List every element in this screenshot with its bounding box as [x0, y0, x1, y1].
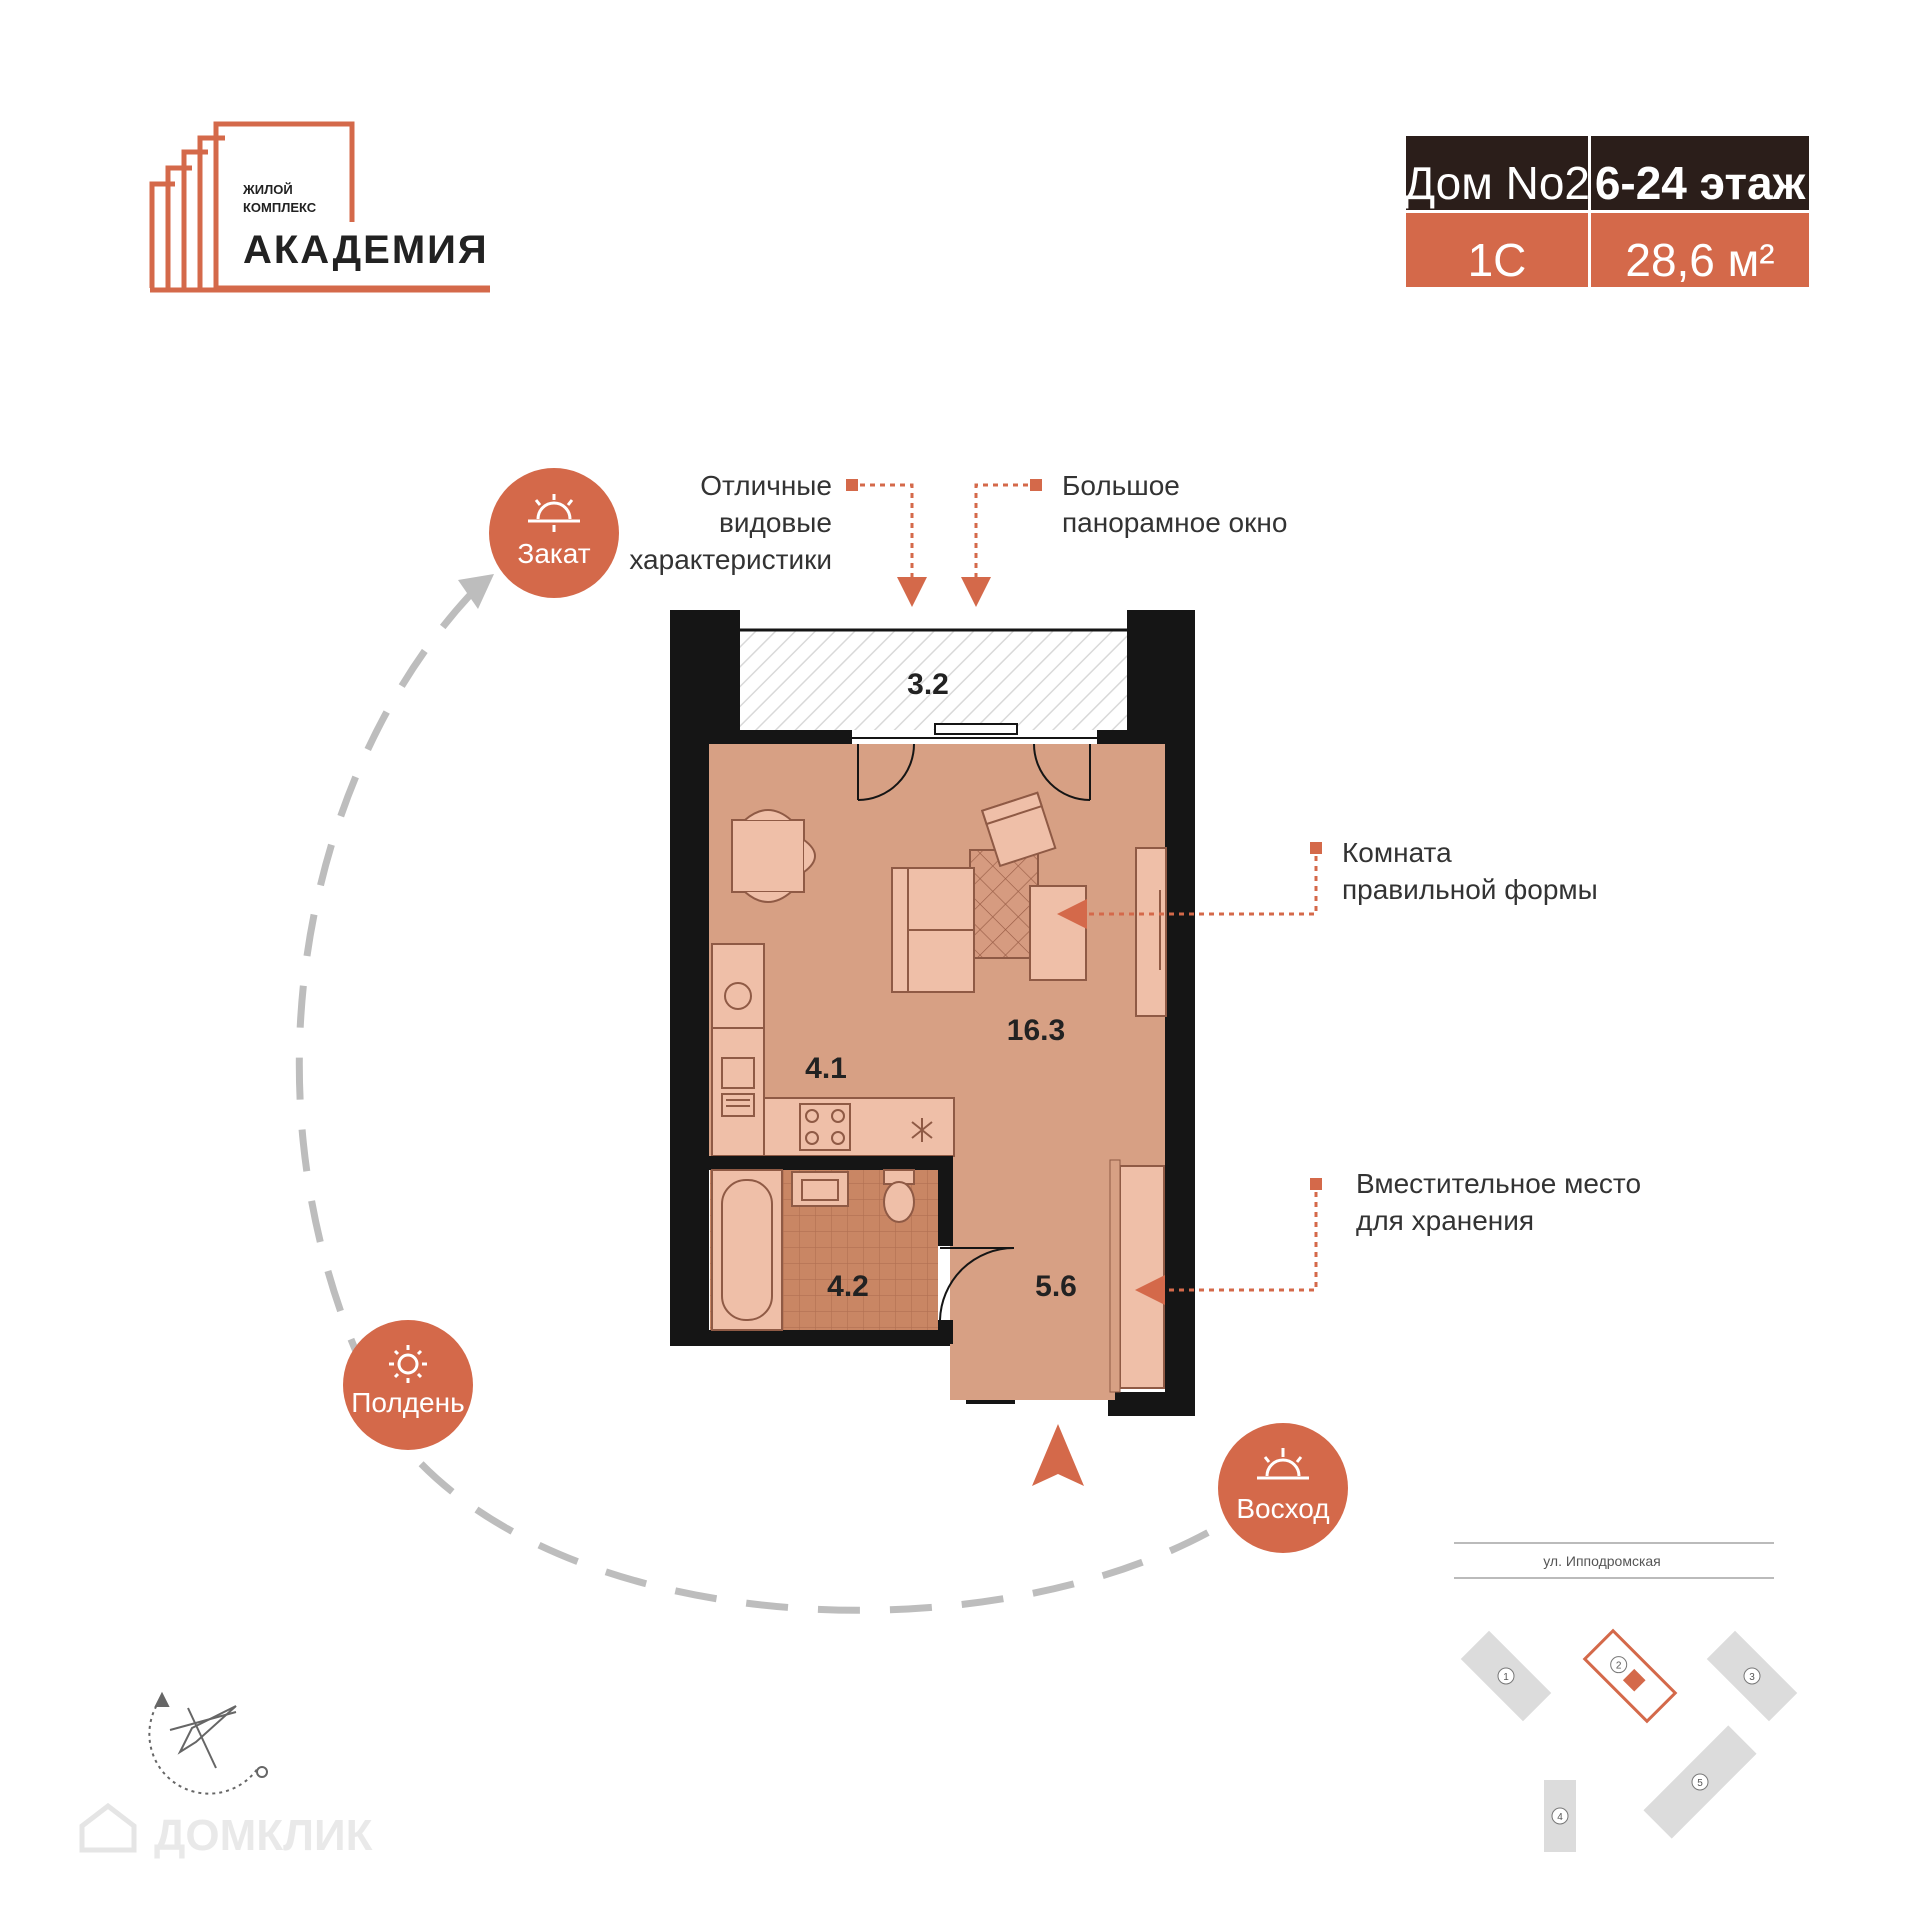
callout-storage: Вместительное место для хранения — [1135, 1168, 1641, 1305]
kitchen-appliances — [721, 982, 954, 1151]
bathroom-area: 4.2 — [827, 1270, 869, 1303]
domclick-watermark: ДОМКЛИК — [79, 1802, 373, 1860]
logo-line1: ЖИЛОЙ — [242, 182, 293, 197]
bathroom-door — [939, 1247, 1015, 1321]
callout-window: Большое панорамное окно — [961, 470, 1287, 607]
floor-range: 6-24 этаж — [1595, 157, 1806, 209]
svg-text:для хранения: для хранения — [1356, 1205, 1534, 1236]
sun-icon — [389, 1345, 427, 1383]
entrance-arrow — [1032, 1424, 1084, 1486]
svg-text:Отличные: Отличные — [700, 470, 832, 501]
sunrise-label: Восход — [1236, 1493, 1329, 1524]
compass-icon — [148, 1691, 268, 1795]
svg-text:3: 3 — [1749, 1672, 1755, 1683]
bathtub — [711, 1169, 783, 1331]
apartment-area: 28,6 м² — [1625, 234, 1774, 286]
sunrise-badge: Восход — [1218, 1423, 1348, 1553]
svg-text:правильной формы: правильной формы — [1342, 874, 1598, 905]
house-icon — [79, 1802, 137, 1853]
logo: ЖИЛОЙ КОМПЛЕКС АКАДЕМИЯ — [149, 121, 490, 293]
balcony-area: 3.2 — [907, 668, 949, 701]
kitchen-area: 4.1 — [805, 1052, 847, 1085]
svg-text:Комната: Комната — [1342, 837, 1452, 868]
site-plan: ул. Ипподромская 1 2 3 4 5 — [1454, 1542, 1798, 1852]
sunrise-icon — [1257, 1448, 1309, 1480]
sink — [791, 1171, 849, 1207]
logo-mark — [149, 121, 490, 293]
street-name: ул. Ипподромская — [1543, 1553, 1661, 1569]
exterior-walls — [670, 610, 1015, 1404]
svg-text:характеристики: характеристики — [629, 544, 832, 575]
building-3: 3 — [1706, 1630, 1798, 1722]
rug — [969, 849, 1039, 959]
dining-table — [731, 809, 816, 903]
wardrobe — [1135, 847, 1167, 1017]
callout-views: Отличные видовые характеристики — [629, 470, 927, 607]
apartment-type: 1С — [1468, 234, 1527, 286]
info-table: Дом No2 6-24 этаж 1С 28,6 м² — [1404, 136, 1809, 287]
svg-text:видовые: видовые — [719, 507, 832, 538]
svg-text:Большое: Большое — [1062, 470, 1180, 501]
kitchen-counter — [711, 943, 955, 1157]
noon-badge: Полдень — [343, 1320, 473, 1450]
balcony-door-left — [857, 743, 915, 801]
svg-text:5: 5 — [1697, 1778, 1703, 1789]
hall — [950, 1150, 1115, 1400]
bathroom-wall — [709, 1156, 953, 1170]
callout-room: Комната правильной формы — [1057, 837, 1598, 929]
living-area: 16.3 — [1007, 1014, 1065, 1047]
svg-text:2: 2 — [1616, 1661, 1622, 1672]
sunset-badge: Закат — [489, 468, 619, 598]
svg-text:ДОМКЛИК: ДОМКЛИК — [154, 1811, 373, 1860]
balcony-door-right — [1033, 743, 1091, 801]
building-2-current: 2 — [1582, 1628, 1678, 1724]
sunset-icon — [528, 494, 580, 532]
building-1: 1 — [1460, 1630, 1552, 1722]
house-number: Дом No2 — [1404, 157, 1590, 209]
building-4: 4 — [1544, 1780, 1576, 1852]
noon-label: Полдень — [351, 1387, 464, 1418]
sun-path-arrowhead — [458, 574, 494, 609]
logo-line2: КОМПЛЕКС — [243, 200, 317, 215]
storage-closet — [1119, 1165, 1165, 1389]
svg-text:4: 4 — [1557, 1812, 1563, 1823]
balcony — [740, 630, 1127, 730]
svg-text:панорамное окно: панорамное окно — [1062, 507, 1287, 538]
floor-plan: 3.2 — [670, 610, 1195, 1486]
coffee-table — [1029, 885, 1087, 981]
svg-text:1: 1 — [1503, 1672, 1509, 1683]
building-5: 5 — [1643, 1725, 1757, 1839]
toilet — [883, 1169, 915, 1223]
svg-text:Вместительное место: Вместительное место — [1356, 1168, 1641, 1199]
armchair — [980, 791, 1057, 868]
logo-name: АКАДЕМИЯ — [243, 228, 489, 272]
sunset-label: Закат — [517, 538, 590, 569]
sofa — [891, 867, 975, 993]
hall-area: 5.6 — [1035, 1270, 1077, 1303]
